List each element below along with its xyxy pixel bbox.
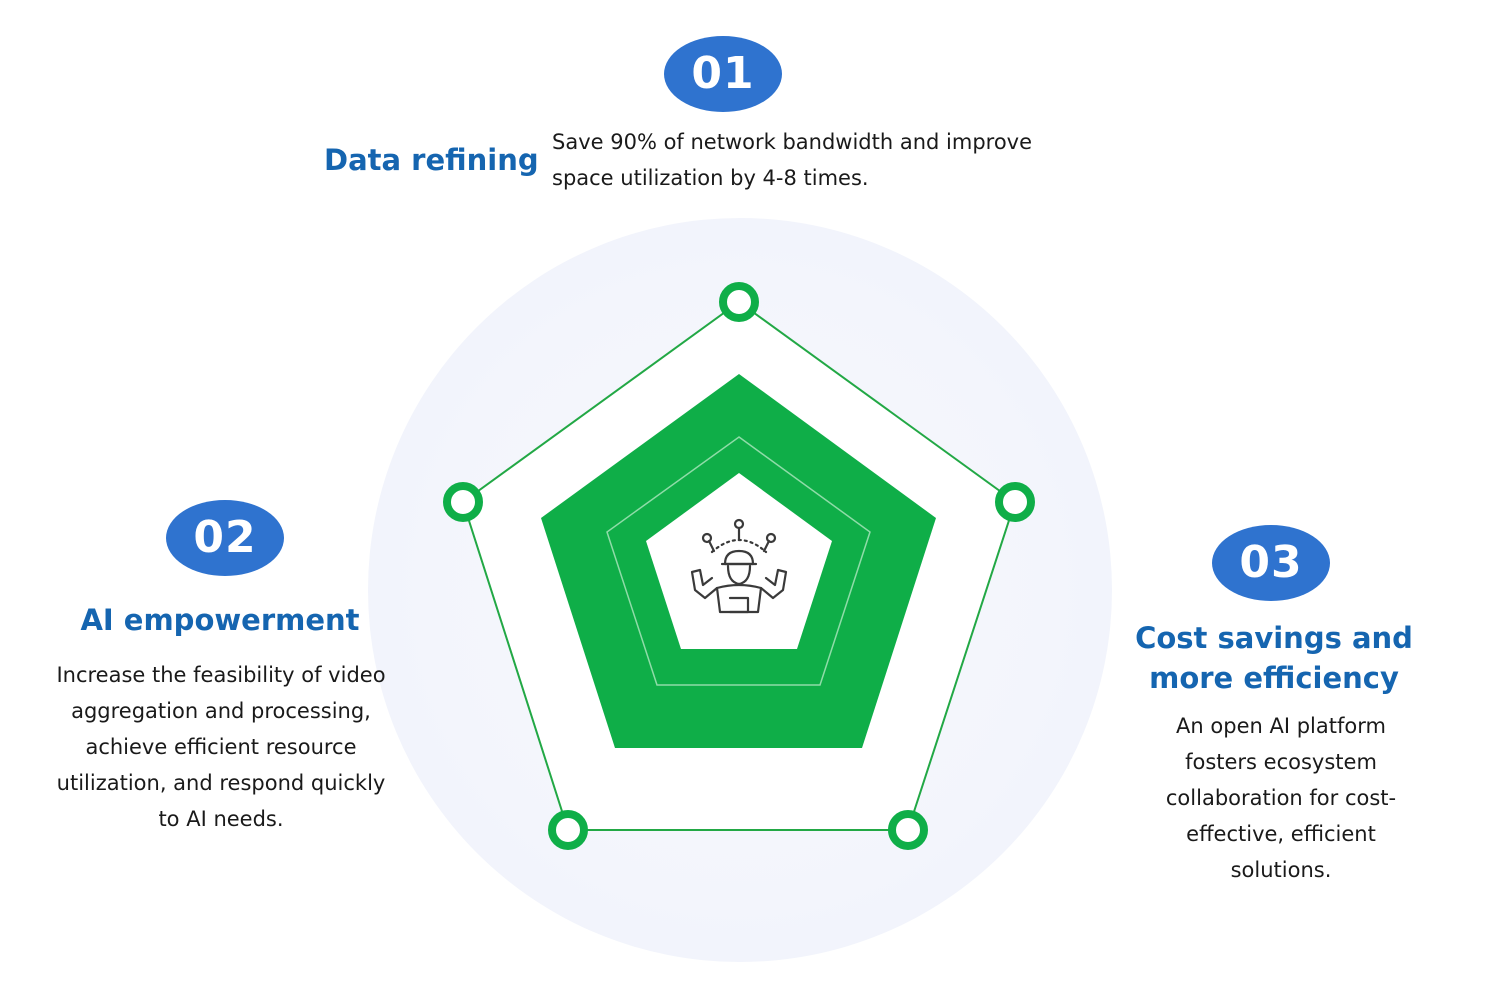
center-pentagon bbox=[646, 473, 832, 649]
vertex-node-bottom-right bbox=[888, 810, 928, 850]
badge-01: 01 bbox=[664, 36, 782, 112]
badge-02: 02 bbox=[166, 500, 284, 576]
vertex-node-bottom-left bbox=[548, 810, 588, 850]
inner-pentagon-outline bbox=[606, 436, 871, 686]
description-ai-empowerment: Increase the feasibility of video aggreg… bbox=[56, 663, 386, 831]
heading-cost-savings: Cost savings and more efficiency bbox=[1135, 621, 1413, 695]
heading-ai-empowerment: AI empowerment bbox=[80, 603, 360, 637]
vertex-node-left bbox=[443, 482, 483, 522]
vertex-node-right bbox=[995, 482, 1035, 522]
description-data-refining: Save 90% of network bandwidth and improv… bbox=[552, 130, 1033, 190]
badge-03: 03 bbox=[1212, 525, 1330, 601]
worker-with-tools-icon bbox=[690, 518, 788, 614]
heading-data-refining: Data refining bbox=[324, 143, 539, 177]
description-cost-savings: An open AI platform fosters ecosystem co… bbox=[1165, 714, 1397, 882]
vertex-node-top bbox=[719, 282, 759, 322]
